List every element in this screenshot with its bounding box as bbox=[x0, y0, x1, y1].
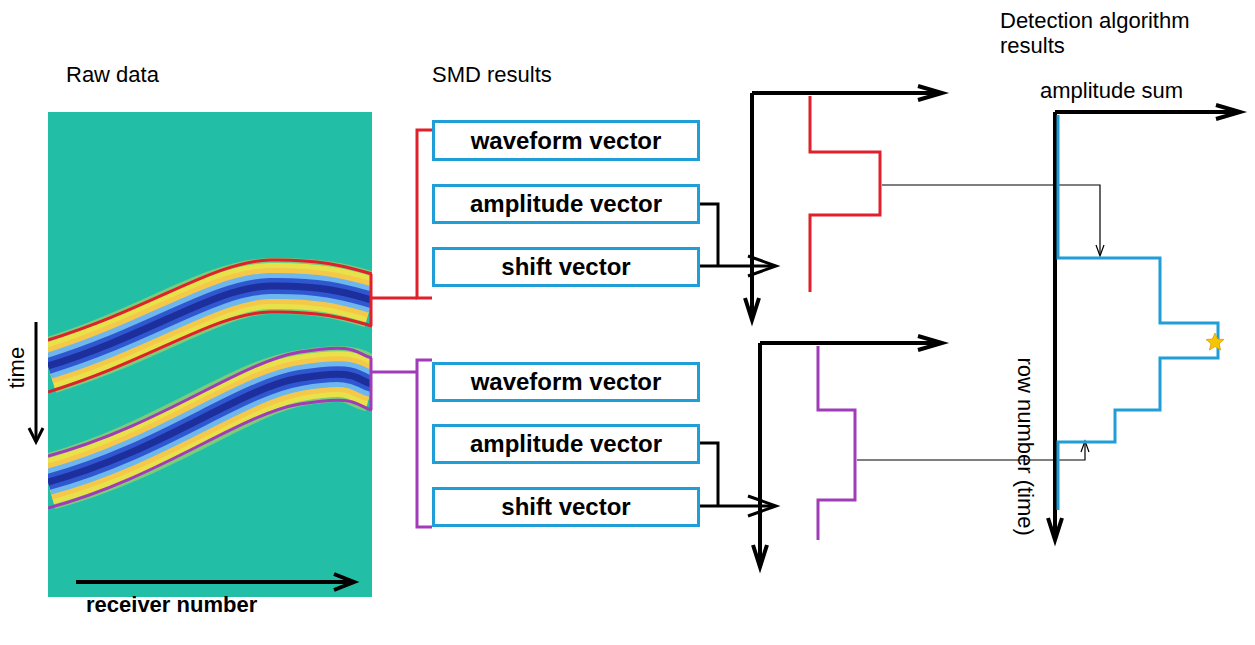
peak-star bbox=[1206, 333, 1224, 350]
vector-box: shift vector bbox=[432, 487, 700, 527]
axis-label: receiver number bbox=[86, 592, 257, 617]
purple-step bbox=[818, 346, 855, 540]
output-connectors bbox=[700, 204, 776, 516]
blue-step bbox=[1058, 115, 1218, 510]
vector-box: amplitude vector bbox=[432, 184, 700, 224]
panel-title: Detection algorithm results bbox=[1000, 8, 1215, 59]
panel-title: SMD results bbox=[432, 62, 552, 87]
sum-axes bbox=[1048, 105, 1240, 540]
box-label: waveform vector bbox=[471, 127, 662, 155]
axis-label: amplitude sum bbox=[1040, 78, 1183, 103]
seismic-events bbox=[48, 260, 372, 508]
time-arrow bbox=[29, 322, 43, 442]
axis-label: time bbox=[4, 347, 29, 389]
box-label: shift vector bbox=[501, 253, 630, 281]
data-panel bbox=[48, 112, 372, 597]
box-label: amplitude vector bbox=[470, 190, 662, 218]
vector-box: shift vector bbox=[432, 247, 700, 287]
red-step bbox=[810, 96, 880, 292]
red-bracket bbox=[372, 130, 432, 298]
axis-label: row number (time) bbox=[1012, 358, 1037, 536]
receiver-arrow bbox=[76, 574, 354, 590]
vector-box: waveform vector bbox=[432, 120, 700, 161]
purple-bracket bbox=[372, 360, 432, 527]
box-label: amplitude vector bbox=[470, 430, 662, 458]
vector-box: waveform vector bbox=[432, 362, 700, 402]
vector-box: amplitude vector bbox=[432, 424, 700, 464]
sum-leaders bbox=[857, 185, 1104, 460]
plot-axes bbox=[745, 86, 942, 567]
box-label: shift vector bbox=[501, 493, 630, 521]
panel-title: Raw data bbox=[66, 62, 159, 87]
box-label: waveform vector bbox=[471, 368, 662, 396]
